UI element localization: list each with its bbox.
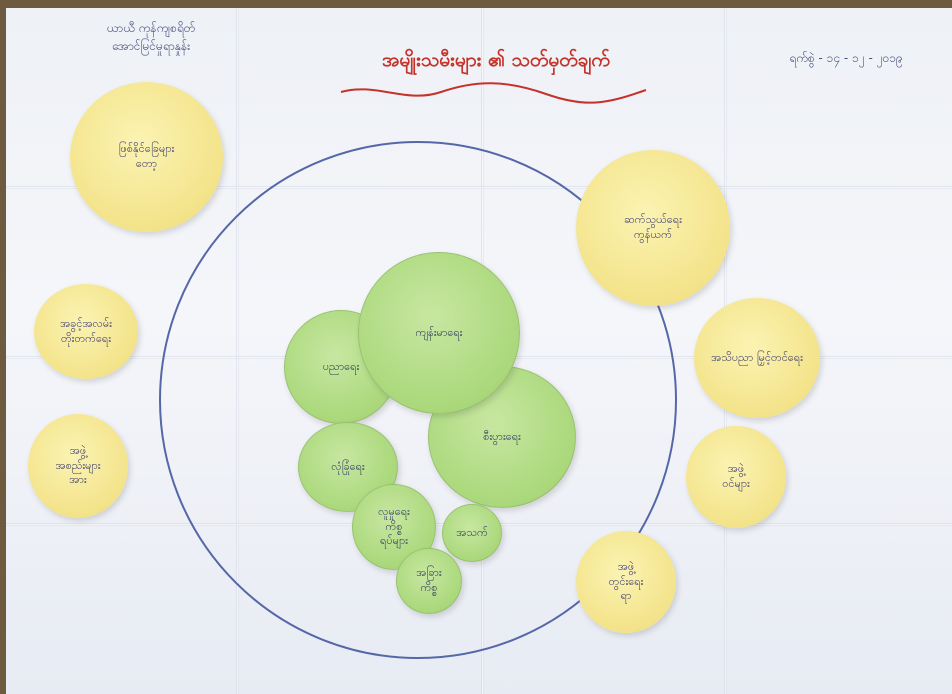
top-left-note: ယာယီ ကုန်ကျစရိတ် အောင်မြင်မှုရာနှုန်း: [66, 20, 236, 56]
fold-line: [6, 186, 952, 189]
yellow-note: အခွင့်အလမ်း တိုးတက်ရေး: [34, 284, 138, 379]
poster-title: အမျိုးသမီးများ ၏ သတ်မှတ်ချက်: [381, 49, 611, 71]
title-underline: [340, 82, 647, 104]
fold-line: [236, 8, 239, 694]
top-left-note-line: ယာယီ ကုန်ကျစရိတ်: [106, 21, 196, 35]
yellow-note: ဖြစ်နိုင်ခြေများ တော့: [70, 82, 223, 232]
yellow-note: အဖွဲ့ ဝင်များ: [686, 426, 786, 528]
poster-paper: အမျိုးသမီးများ ၏ သတ်မှတ်ချက် ယာယီ ကုန်ကျ…: [6, 8, 952, 694]
yellow-note: အသိပညာ မြှင့်တင်ရေး: [694, 298, 820, 418]
green-note: ကျန်းမာရေး: [358, 252, 520, 414]
green-note: လုံခြုံရေး: [298, 422, 398, 512]
date-note: ရက်စွဲ - ၁၄ - ၁၂ - ၂၀၁၉: [789, 51, 903, 65]
green-note: အခြား ကိစ္စ: [396, 548, 462, 614]
green-note: အသက်: [442, 504, 502, 562]
outer-circle: [159, 141, 677, 659]
drawing-layer: [159, 82, 677, 659]
top-left-note-line: အောင်မြင်မှုရာနှုန်း: [111, 39, 191, 53]
yellow-note: ဆက်သွယ်ရေး ကွန်ယက်: [576, 150, 730, 306]
yellow-note: အဖွဲ့ တွင်းရေး ရာ: [576, 531, 676, 633]
yellow-note: အဖွဲ့ အစည်းများ အား: [28, 414, 128, 518]
